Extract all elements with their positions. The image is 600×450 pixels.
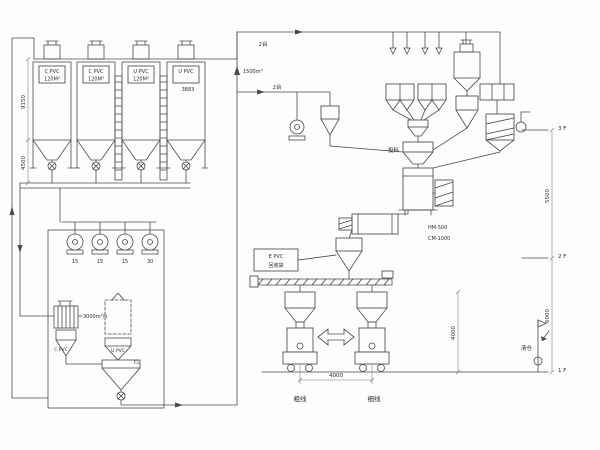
bag-clamp-icon: [296, 342, 304, 350]
line-left-label: 粗线: [294, 394, 308, 403]
silo-width-dimension: 3883: [182, 87, 195, 93]
screw-conveyor: [249, 270, 394, 288]
right-arrow-icon: [257, 89, 265, 95]
wheel-icon: [305, 364, 313, 372]
piping-network: [11, 31, 501, 406]
right-cyclone: [455, 95, 479, 129]
dust-collector: [485, 111, 531, 152]
floor-2-label: 2 F: [558, 254, 566, 260]
vent-icon: [45, 40, 59, 46]
floor-lines: [261, 129, 549, 373]
floor-1-label: 1 F: [558, 368, 566, 374]
micro-silo: [453, 39, 481, 92]
silo-2: [73, 40, 119, 184]
arrow-head-icon: [541, 336, 547, 341]
product-cyclone: [335, 237, 363, 272]
blower-icon: [116, 233, 134, 251]
silo-1-material-label: C PVC: [44, 69, 60, 75]
swap-double-arrow-icon: [317, 328, 355, 346]
right-arrow-icon: [175, 402, 183, 408]
silo-flow-label: 1500m³: [243, 69, 263, 75]
floor-level-label: F.L.: [134, 360, 141, 366]
vent-icon: [179, 40, 193, 46]
bag-filter: [53, 300, 79, 329]
up-arrow-icon: [234, 66, 240, 75]
dim-4000-span: 4000: [329, 373, 343, 379]
blower-station: [47, 221, 165, 409]
hopper-cpvc-label: C PVC: [54, 347, 68, 353]
fan-icon: [515, 121, 527, 133]
vent-icon: [57, 300, 73, 307]
cyclone-cpvc: [55, 329, 77, 357]
feed-label: 投料: [388, 146, 400, 154]
wheel-icon: [359, 364, 367, 372]
dim-4000-height: 4000: [451, 326, 457, 340]
silo-3: [118, 40, 164, 184]
dim-9150: 9150: [21, 95, 27, 109]
hot-mixer-label: HM-500: [428, 225, 447, 231]
conveying-blower: [288, 119, 306, 141]
blower-icon: [141, 233, 159, 251]
recycle-hopper: [101, 359, 141, 401]
vent-icon: [134, 40, 148, 46]
vent-icon: [460, 39, 473, 45]
packing-station-1: [282, 291, 318, 372]
left-dimension-line: [25, 56, 31, 186]
day-bins: [385, 83, 447, 137]
flag-icon: [537, 319, 547, 328]
cleaning-station: [533, 319, 550, 373]
corner-unit: [479, 83, 515, 101]
pump-rating-2: 15: [97, 259, 103, 265]
floor-3-label: 3 F: [558, 126, 566, 132]
bag-clamp-icon: [368, 342, 376, 350]
cooling-mixer-label: CM-1000: [428, 236, 450, 242]
silo-3-material-label: U PVC: [133, 69, 149, 75]
blower-icon: [91, 233, 109, 251]
hot-mixer: [398, 167, 454, 216]
silo-1-volume-label: 120M³: [44, 77, 60, 83]
pump-rating-4: 30: [147, 259, 153, 265]
silo-4-material-label: U PVC: [178, 69, 194, 75]
weigh-hopper: [402, 141, 434, 165]
recycle-box-line1: E PVC: [269, 254, 284, 260]
line-right-label: 细线: [368, 394, 382, 403]
silo-2-volume-label: 120M³: [88, 77, 104, 83]
recycle-box-line2: 回收袋: [268, 262, 283, 269]
recycle-bag-box: [253, 248, 299, 272]
pump-rating-3: 15: [122, 259, 128, 265]
dim-5500: 5500: [545, 189, 551, 203]
bottom-dimension: [297, 364, 375, 384]
down-arrow-icon: [17, 245, 23, 253]
silo-3-volume-label: 120M³: [133, 77, 149, 83]
cooling-mixer: [338, 213, 399, 235]
silo-4: [163, 40, 209, 184]
motor-icon: [381, 270, 394, 279]
rotary-valve-icon: [116, 391, 126, 401]
silo-2-material-label: C PVC: [88, 69, 104, 75]
pump-rating-1: 15: [72, 259, 78, 265]
room-outline: [47, 229, 165, 409]
right-dimension-line: [549, 127, 555, 375]
receiver-cyclone: [320, 105, 340, 136]
packing-height-dimension: [455, 289, 461, 375]
wheel-icon: [377, 364, 385, 372]
units-mid-label: 2台: [273, 83, 282, 91]
blower-icon: [66, 233, 84, 251]
dim-6000: 6000: [545, 309, 551, 323]
wheel-icon: [287, 364, 295, 372]
vent-icon: [89, 40, 103, 46]
packing-station-2: [354, 291, 390, 372]
units-top-label: 2台: [259, 40, 268, 48]
hopper-upvc-label: U PVC: [111, 348, 125, 354]
right-arrow-icon: [295, 29, 303, 35]
dim-4500: 4500: [21, 156, 27, 170]
silo-ladders: [114, 75, 168, 181]
silo-1: [29, 40, 75, 184]
dust-flow-label: 3000m³/h: [83, 314, 107, 320]
flow-arrows: [9, 29, 303, 408]
flexible-bag-icon: [104, 299, 132, 335]
clean-label: 清仓: [521, 344, 533, 352]
up-arrow-icon: [9, 206, 15, 215]
